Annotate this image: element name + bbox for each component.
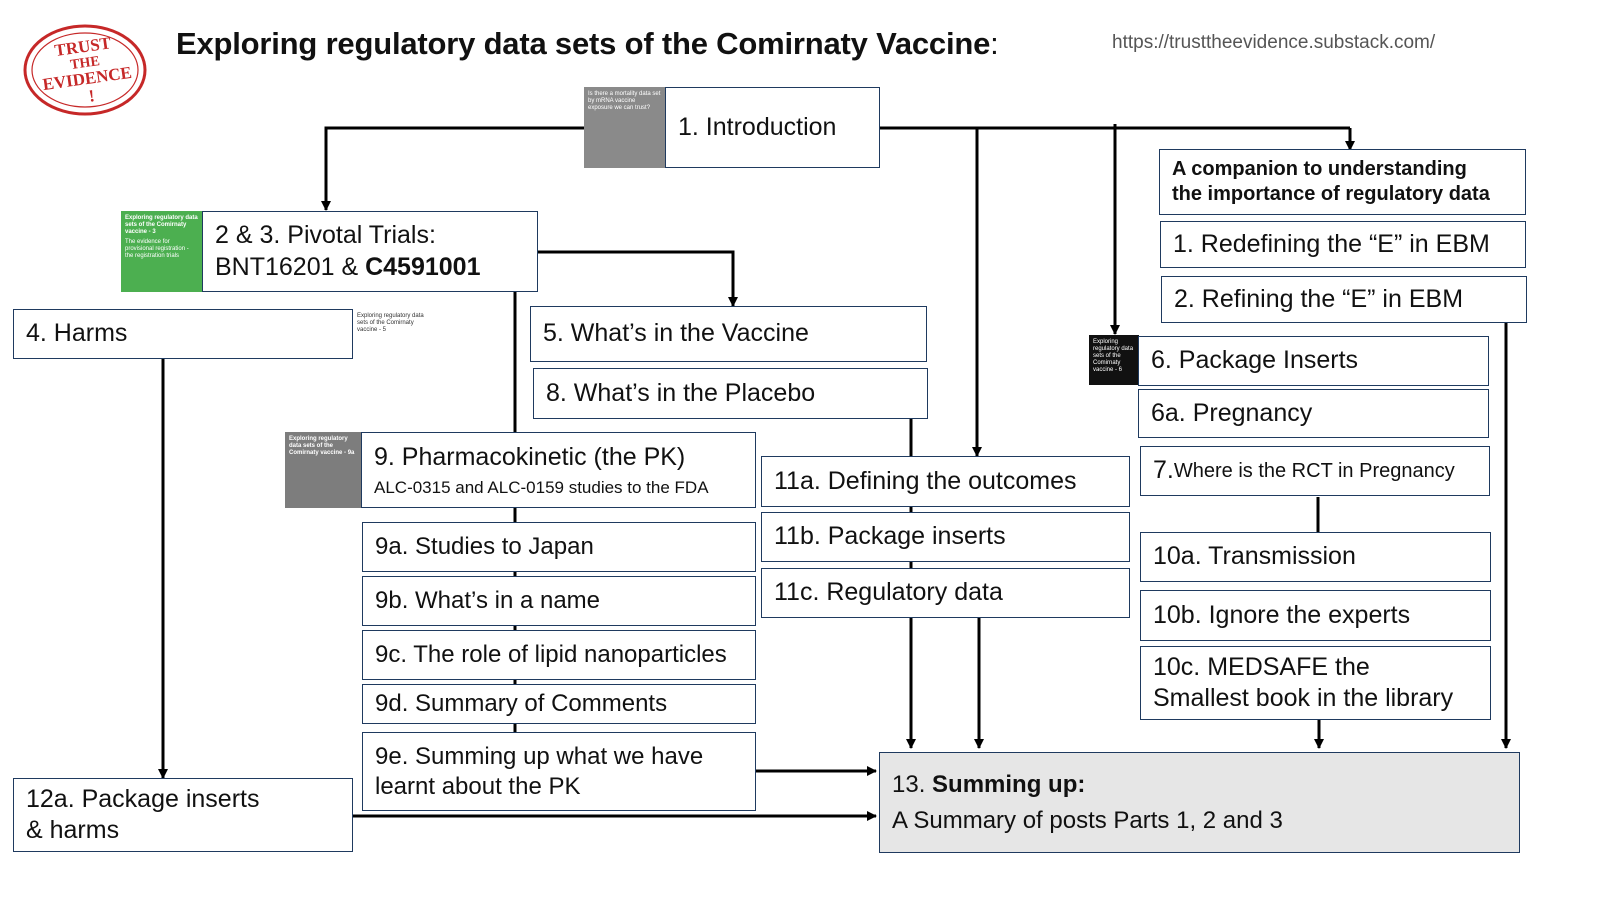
line-pivotal-to-vaccine (537, 250, 738, 307)
box-7-num: 7. (1153, 456, 1174, 485)
box-11b-label: 11b. Package inserts (774, 522, 1006, 551)
thumb-pivotal-sub: The evidence for provisional registratio… (125, 239, 189, 259)
pivotal-line2: BNT16201 & C4591001 (215, 252, 480, 283)
box-9d[interactable]: 9d. Summary of Comments (362, 684, 756, 724)
companion-line1: A companion to understanding (1172, 158, 1467, 180)
box-harms[interactable]: 4. Harms (13, 309, 353, 359)
thumb-intro-text: Is there a mortality data set by mRNA va… (588, 91, 661, 111)
box-9a[interactable]: 9a. Studies to Japan (362, 522, 756, 572)
box-whats-in-placebo[interactable]: 8. What’s in the Placebo (533, 368, 928, 419)
box-refining-label: 2. Refining the “E” in EBM (1174, 284, 1464, 313)
box-transmission-10a[interactable]: 10a. Transmission (1140, 532, 1491, 582)
box-11b[interactable]: 11b. Package inserts (761, 512, 1130, 562)
page-title-text: Exploring regulatory data sets of the Co… (176, 26, 991, 61)
box-11c-label: 11c. Regulatory data (774, 578, 1003, 607)
box-harms-label: 4. Harms (26, 319, 128, 348)
box-11a[interactable]: 11a. Defining the outcomes (761, 456, 1130, 507)
box-10a-label: 10a. Transmission (1153, 542, 1356, 571)
pivotal-line1: 2 & 3. Pivotal Trials: (215, 221, 436, 250)
box-9e[interactable]: 9e. Summing up what we have learnt about… (362, 732, 756, 811)
box-vaccine-label: 5. What’s in the Vaccine (543, 319, 809, 348)
box-pharmacokinetic[interactable]: 9. Pharmacokinetic (the PK) ALC-0315 and… (361, 432, 756, 508)
line-intro-to-pivotal (321, 126, 584, 211)
thumbnail-pivotal: Exploring regulatory data sets of the Co… (121, 211, 202, 292)
thumbnail-harms: Exploring regulatory data sets of the Co… (353, 309, 429, 359)
box-10b-label: 10b. Ignore the experts (1153, 600, 1411, 629)
box-11c[interactable]: 11c. Regulatory data (761, 568, 1130, 618)
page-title: Exploring regulatory data sets of the Co… (176, 26, 999, 62)
thumbnail-package-inserts: Exploring regulatory data sets of the Co… (1089, 335, 1139, 385)
box-pivotal-trials[interactable]: 2 & 3. Pivotal Trials: BNT16201 & C45910… (202, 211, 538, 292)
summing-line2: A Summary of posts Parts 1, 2 and 3 (892, 806, 1283, 834)
box-9e-line2: learnt about the PK (375, 772, 581, 800)
box-9c[interactable]: 9c. The role of lipid nanoparticles (362, 630, 756, 680)
thumbnail-introduction: Is there a mortality data set by mRNA va… (584, 87, 665, 168)
box-10c-line1: 10c. MEDSAFE the (1153, 652, 1370, 681)
box-redefining-label: 1. Redefining the “E” in EBM (1173, 229, 1490, 258)
box-ignore-experts-10b[interactable]: 10b. Ignore the experts (1140, 590, 1491, 641)
box-placebo-label: 8. What’s in the Placebo (546, 378, 816, 407)
box-10c-line2: Smallest book in the library (1153, 684, 1454, 712)
box-refining-e[interactable]: 2. Refining the “E” in EBM (1161, 276, 1527, 323)
box-9e-line1: 9e. Summing up what we have (375, 742, 704, 770)
box-9b-label: 9b. What’s in a name (375, 587, 601, 614)
box-9b[interactable]: 9b. What’s in a name (362, 576, 756, 626)
box-12a-line1: 12a. Package inserts (26, 784, 260, 813)
box-9c-label: 9c. The role of lipid nanoparticles (375, 641, 727, 668)
thumbnail-pk: Exploring regulatory data sets of the Co… (285, 432, 361, 508)
pivotal-line2a: BNT16201 & (215, 252, 366, 281)
summing-bold: Summing up: (932, 770, 1086, 798)
box-redefining-e[interactable]: 1. Redefining the “E” in EBM (1160, 221, 1526, 268)
page-title-colon: : (990, 26, 999, 61)
box-rct-pregnancy-7[interactable]: 7. Where is the RCT in Pregnancy (1140, 446, 1490, 496)
trust-the-evidence-logo: TRUST THE EVIDENCE ! (23, 24, 147, 116)
box-companion[interactable]: A companion to understanding the importa… (1159, 149, 1526, 215)
box-package-inserts-6[interactable]: 6. Package Inserts (1138, 336, 1489, 386)
summing-num: 13. (892, 770, 933, 798)
thumb-harms-text: Exploring regulatory data sets of the Co… (357, 313, 424, 333)
box-pregnancy-6a[interactable]: 6a. Pregnancy (1138, 389, 1489, 438)
pivotal-line2b: C4591001 (365, 252, 481, 281)
box-6-label: 6. Package Inserts (1151, 346, 1359, 375)
companion-line2: the importance of regulatory data (1172, 183, 1490, 205)
box-9d-label: 9d. Summary of Comments (375, 690, 668, 717)
summing-line1: 13. Summing up: (892, 770, 1085, 800)
thumb-pk-text: Exploring regulatory data sets of the Co… (289, 436, 355, 456)
logo-line4: ! (88, 86, 96, 106)
box-11a-label: 11a. Defining the outcomes (774, 466, 1077, 495)
box-whats-in-vaccine[interactable]: 5. What’s in the Vaccine (530, 306, 927, 362)
box-introduction-label: 1. Introduction (678, 112, 837, 141)
thumb-pivotal-text: Exploring regulatory data sets of the Co… (125, 215, 198, 235)
pk-title: 9. Pharmacokinetic (the PK) (374, 442, 686, 471)
box-9a-label: 9a. Studies to Japan (375, 533, 594, 560)
box-introduction[interactable]: 1. Introduction (665, 87, 880, 168)
pk-subtitle: ALC-0315 and ALC-0159 studies to the FDA (374, 478, 709, 497)
box-12a[interactable]: 12a. Package inserts & harms (13, 778, 353, 852)
thumb-inserts-text: Exploring regulatory data sets of the Co… (1093, 339, 1134, 373)
box-6a-label: 6a. Pregnancy (1151, 398, 1313, 427)
box-7-text: Where is the RCT in Pregnancy (1173, 459, 1455, 482)
logo-line2: THE (69, 54, 100, 73)
box-12a-line2: & harms (26, 816, 120, 844)
box-summing-up[interactable]: 13. Summing up: A Summary of posts Parts… (879, 752, 1520, 853)
substack-url[interactable]: https://trusttheevidence.substack.com/ (1112, 32, 1436, 53)
box-medsafe-10c[interactable]: 10c. MEDSAFE the Smallest book in the li… (1140, 646, 1491, 720)
